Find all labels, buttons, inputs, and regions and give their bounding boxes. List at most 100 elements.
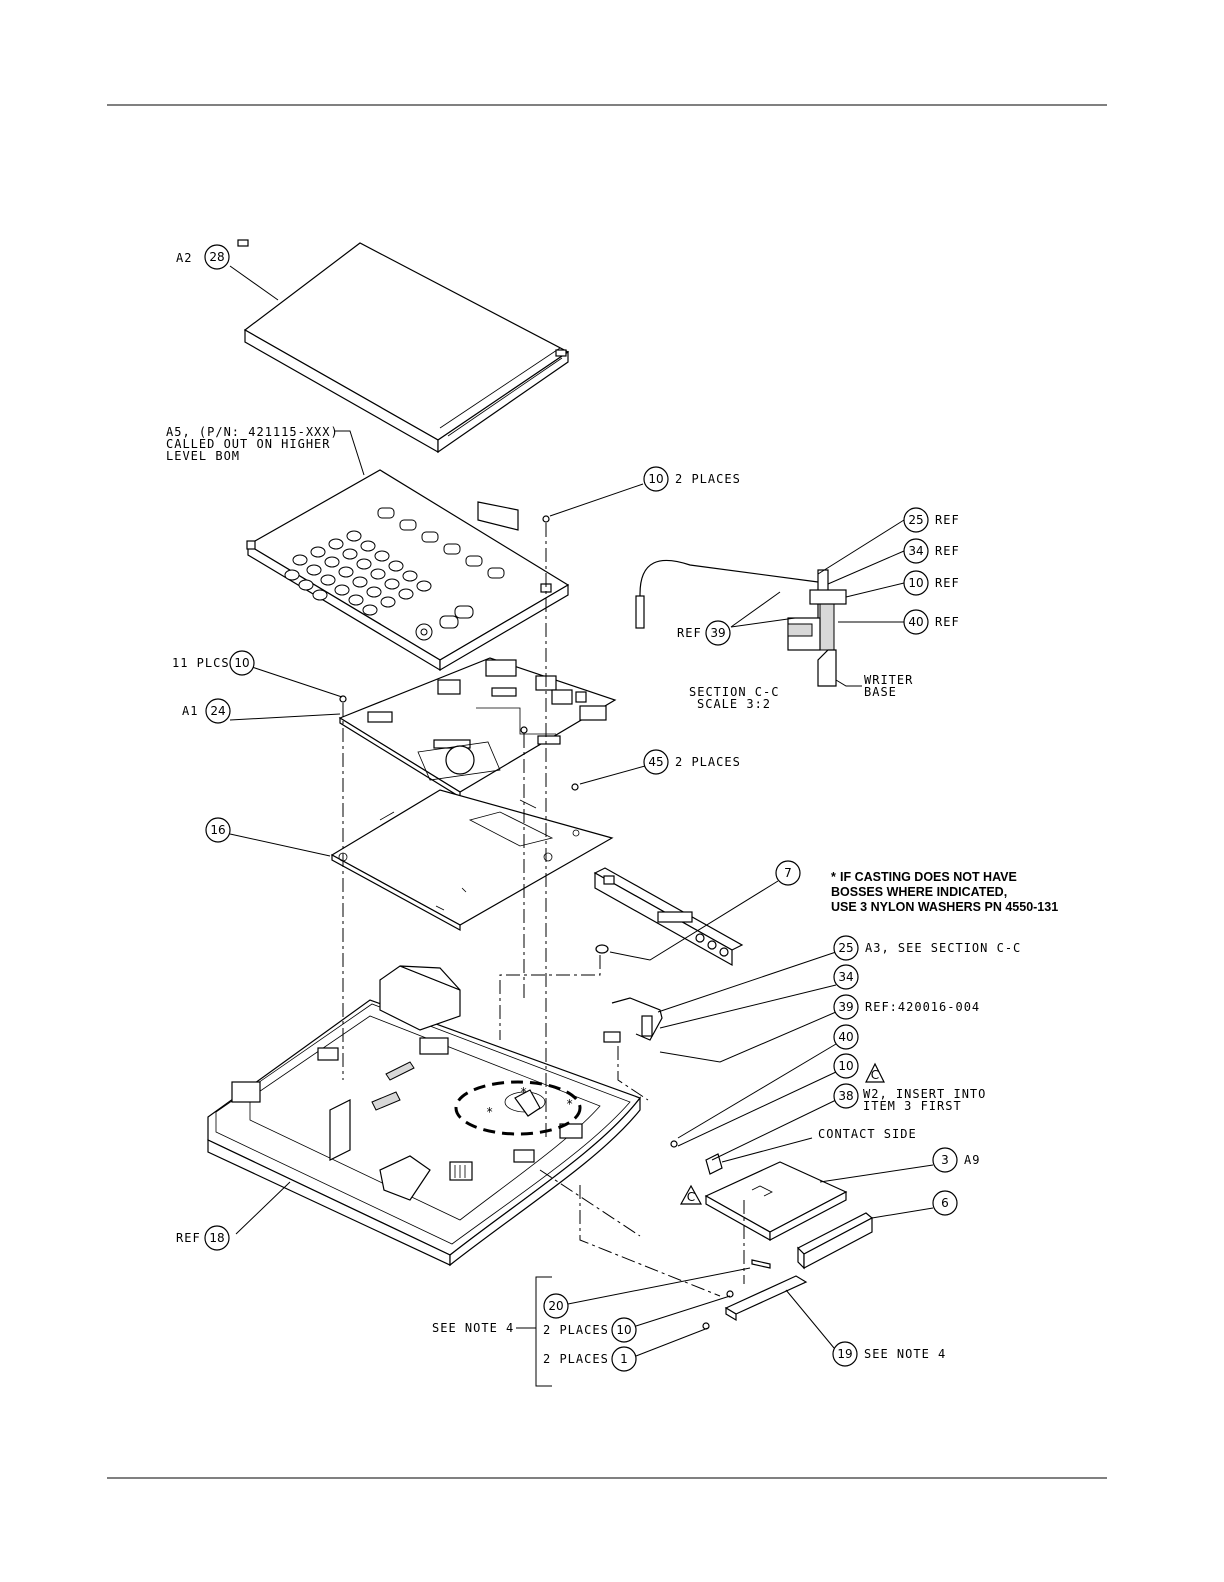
svg-text:45: 45 bbox=[648, 755, 663, 769]
svg-text:*: * bbox=[520, 1085, 528, 1099]
leader-lines bbox=[229, 265, 934, 1357]
svg-text:34: 34 bbox=[908, 544, 923, 558]
svg-text:BASE: BASE bbox=[864, 685, 897, 699]
svg-text:SEE NOTE 4: SEE NOTE 4 bbox=[864, 1347, 946, 1361]
svg-text:16: 16 bbox=[210, 823, 225, 837]
svg-text:*: * bbox=[486, 1105, 494, 1119]
svg-text:2 PLACES: 2 PLACES bbox=[543, 1323, 609, 1337]
svg-text:11 PLCS: 11 PLCS bbox=[172, 656, 230, 670]
svg-text:28: 28 bbox=[209, 250, 224, 264]
svg-text:REF: REF bbox=[935, 576, 960, 590]
svg-text:40: 40 bbox=[838, 1030, 853, 1044]
callout-a5-text: A5, (P/N: 421115-XXX) CALLED OUT ON HIGH… bbox=[166, 425, 339, 463]
svg-text:40: 40 bbox=[908, 615, 923, 629]
svg-text:BOSSES WHERE INDICATED,: BOSSES WHERE INDICATED, bbox=[831, 885, 1007, 899]
svg-text:25: 25 bbox=[838, 941, 853, 955]
svg-text:24: 24 bbox=[210, 704, 225, 718]
svg-text:CONTACT SIDE: CONTACT SIDE bbox=[818, 1127, 917, 1141]
nylon-washer bbox=[595, 944, 609, 954]
svg-text:LEVEL BOM: LEVEL BOM bbox=[166, 449, 240, 463]
svg-text:REF: REF bbox=[935, 615, 960, 629]
keypad-bezel bbox=[246, 469, 570, 672]
svg-text:38: 38 bbox=[838, 1089, 853, 1103]
svg-text:A9: A9 bbox=[964, 1153, 980, 1167]
callout-25: 25 A3, SEE SECTION C-C bbox=[833, 935, 1021, 961]
svg-text:REF: REF bbox=[677, 626, 702, 640]
svg-text:19: 19 bbox=[837, 1347, 852, 1361]
svg-text:REF:420016-004: REF:420016-004 bbox=[865, 1000, 980, 1014]
svg-text:34: 34 bbox=[838, 970, 853, 984]
callout-39: 39 REF:420016-004 bbox=[833, 994, 980, 1020]
drive-bezel bbox=[796, 1212, 874, 1270]
svg-text:10: 10 bbox=[838, 1059, 853, 1073]
svg-text:WRITER: WRITER bbox=[864, 673, 913, 687]
svg-text:18: 18 bbox=[209, 1231, 224, 1245]
callout-10-mid: 10 bbox=[833, 1053, 859, 1079]
writer-base-label: WRITER BASE bbox=[864, 673, 913, 699]
revision-triangle-lower: C bbox=[679, 1184, 703, 1205]
svg-text:7: 7 bbox=[784, 866, 792, 880]
svg-text:A1: A1 bbox=[182, 704, 198, 718]
svg-text:2 PLACES: 2 PLACES bbox=[675, 755, 741, 769]
callout-3: 3 A9 bbox=[932, 1147, 980, 1173]
svg-text:25: 25 bbox=[908, 513, 923, 527]
svg-text:*: * bbox=[831, 870, 836, 884]
boss-marks: * * * bbox=[486, 1085, 574, 1119]
svg-text:SEE NOTE 4: SEE NOTE 4 bbox=[432, 1321, 514, 1335]
callout-19: 19 SEE NOTE 4 bbox=[832, 1341, 946, 1367]
svg-text:C: C bbox=[687, 1190, 695, 1204]
svg-text:A5, (P/N: 421115-XXX): A5, (P/N: 421115-XXX) bbox=[166, 425, 339, 439]
base-casting bbox=[207, 965, 641, 1267]
boss-indicator-ellipse bbox=[454, 1080, 582, 1136]
svg-text:REF: REF bbox=[176, 1231, 201, 1245]
top-cover bbox=[237, 239, 570, 454]
svg-text:10: 10 bbox=[648, 472, 663, 486]
svg-text:REF: REF bbox=[935, 513, 960, 527]
revision-triangle-upper: C bbox=[865, 1062, 885, 1083]
main-pcb bbox=[338, 657, 617, 799]
svg-text:6: 6 bbox=[941, 1196, 949, 1210]
section-caption: SECTION C-C SCALE 3:2 bbox=[689, 685, 778, 711]
svg-text:2 PLACES: 2 PLACES bbox=[675, 472, 741, 486]
callout-38: 38 W2, INSERT INTO ITEM 3 FIRST bbox=[833, 1083, 986, 1113]
svg-text:39: 39 bbox=[838, 1000, 853, 1014]
svg-text:ITEM 3 FIRST: ITEM 3 FIRST bbox=[863, 1099, 962, 1113]
svg-text:*: * bbox=[566, 1097, 574, 1111]
callout-section-34: 34 REF bbox=[903, 538, 960, 564]
callout-34: 34 bbox=[833, 964, 859, 990]
svg-text:39: 39 bbox=[710, 626, 725, 640]
assembly-center-lines bbox=[342, 523, 745, 1297]
note-4-bracket: SEE NOTE 4 bbox=[432, 1276, 552, 1387]
contact-side-label: CONTACT SIDE bbox=[818, 1127, 917, 1141]
svg-text:A3, SEE SECTION C-C: A3, SEE SECTION C-C bbox=[865, 941, 1021, 955]
callout-2places-10: 2 PLACES 10 bbox=[543, 1317, 637, 1343]
callout-section-10: 10 REF bbox=[903, 570, 960, 596]
svg-text:W2, INSERT INTO: W2, INSERT INTO bbox=[863, 1087, 986, 1101]
keypad-keys bbox=[284, 507, 505, 641]
side-bracket bbox=[593, 867, 744, 967]
section-c-c-view bbox=[635, 559, 847, 687]
svg-text:3: 3 bbox=[941, 1153, 949, 1167]
callout-7: 7 bbox=[775, 860, 801, 886]
svg-text:2 PLACES: 2 PLACES bbox=[543, 1352, 609, 1366]
svg-text:REF: REF bbox=[935, 544, 960, 558]
shield-plate bbox=[330, 789, 614, 932]
svg-text:1: 1 bbox=[620, 1352, 628, 1366]
svg-text:IF CASTING DOES NOT HAVE: IF CASTING DOES NOT HAVE bbox=[840, 870, 1017, 884]
drive-mounting-plate bbox=[724, 1259, 808, 1322]
callout-section-25: 25 REF bbox=[903, 507, 960, 533]
casting-note: * IF CASTING DOES NOT HAVE BOSSES WHERE … bbox=[831, 870, 1058, 914]
callout-section-39: REF 39 bbox=[677, 620, 731, 646]
writer-bracket-parts bbox=[603, 997, 663, 1043]
screws bbox=[339, 515, 734, 1330]
svg-text:10: 10 bbox=[616, 1323, 631, 1337]
callout-45: 45 2 PLACES bbox=[643, 749, 741, 775]
callout-16: 16 bbox=[205, 817, 231, 843]
svg-text:10: 10 bbox=[908, 576, 923, 590]
callout-ref-18: REF 18 bbox=[176, 1225, 230, 1251]
svg-text:10: 10 bbox=[234, 656, 249, 670]
callout-10-top: 10 2 PLACES bbox=[643, 466, 741, 492]
svg-text:USE 3 NYLON WASHERS PN 4550-13: USE 3 NYLON WASHERS PN 4550-131 bbox=[831, 900, 1058, 914]
callout-40: 40 bbox=[833, 1024, 859, 1050]
